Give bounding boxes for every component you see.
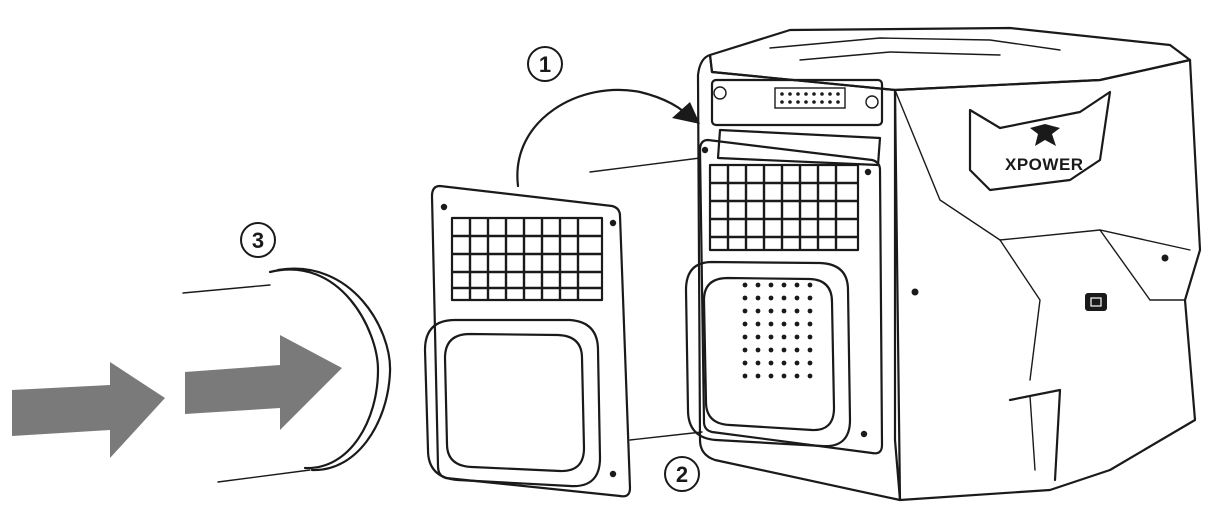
callout-step-2: 2 — [664, 456, 700, 492]
callout-step-2-label: 2 — [676, 462, 688, 487]
alignment-line-bottom — [629, 431, 703, 441]
callout-step-1-label: 1 — [539, 52, 551, 77]
alignment-line-top — [589, 157, 701, 173]
panel-grille — [450, 216, 604, 302]
eagle-logo-icon — [1030, 124, 1060, 146]
callout-step-3-label: 3 — [252, 228, 264, 253]
callout-step-3: 3 — [240, 222, 276, 258]
intake-perforations — [742, 282, 813, 379]
step1-arrow — [516, 88, 700, 188]
front-panel — [423, 184, 632, 498]
callout-step-1: 1 — [527, 46, 563, 82]
brand-logo-text: XPOWER — [1005, 155, 1084, 174]
airflow-arrow-icon — [12, 335, 342, 458]
duct-adapter — [182, 267, 392, 483]
unit-grille — [708, 163, 860, 252]
dehumidifier-unit: XPOWER — [684, 26, 1202, 502]
power-socket — [1085, 293, 1107, 311]
